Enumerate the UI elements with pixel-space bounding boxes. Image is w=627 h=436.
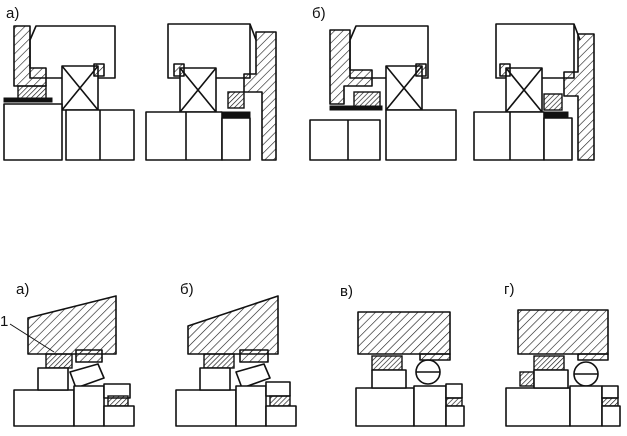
label-bottom-v: в) (340, 283, 353, 300)
assembly-bottom-v (355, 311, 465, 427)
label-bottom-a: а) (16, 281, 29, 298)
callout-1: 1 (0, 313, 8, 330)
assembly-top-b-right (473, 23, 595, 161)
assembly-bottom-a (13, 295, 135, 427)
assembly-bottom-b (175, 295, 297, 427)
label-bottom-b: б) (180, 281, 194, 298)
label-top-b: б) (312, 5, 326, 22)
assembly-top-b-left (309, 25, 457, 161)
assembly-top-a-left (3, 25, 135, 161)
label-top-a: а) (6, 5, 19, 22)
assembly-bottom-g (505, 309, 621, 427)
assembly-top-a-right (145, 23, 277, 161)
label-bottom-g: г) (504, 281, 514, 298)
